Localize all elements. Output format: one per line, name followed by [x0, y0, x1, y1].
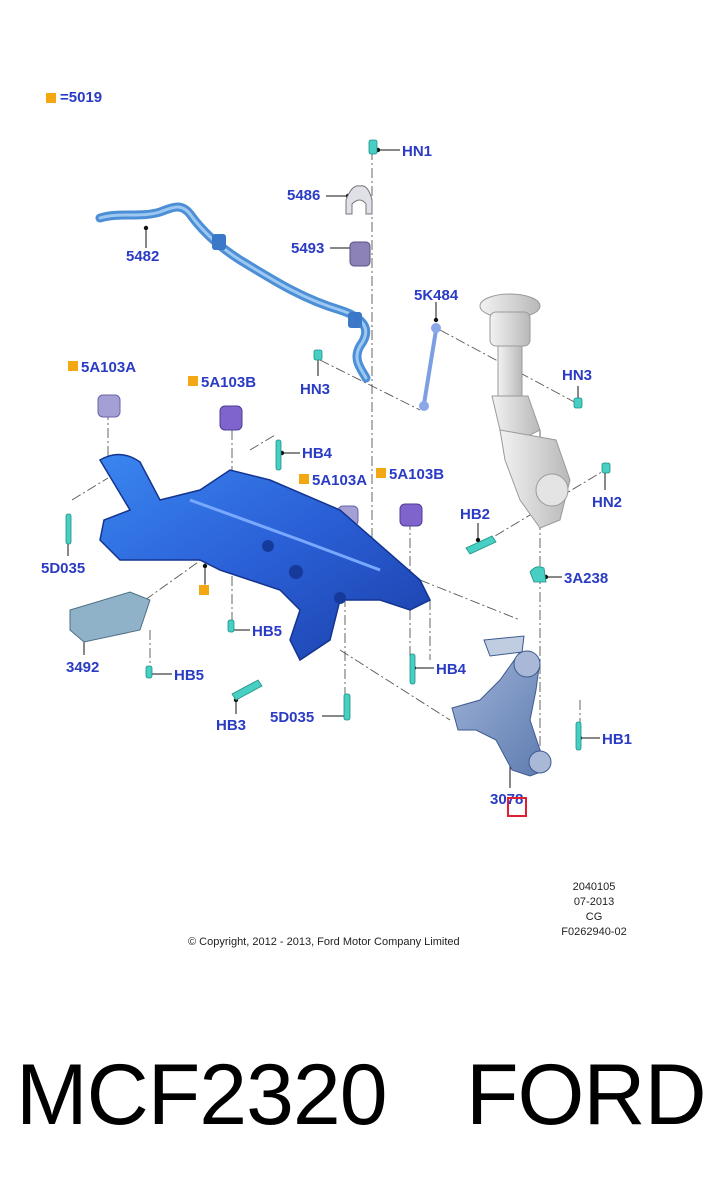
label-3078: 3078 [490, 791, 524, 808]
label-5482: 5482 [126, 248, 160, 265]
lower-control-arm-3078 [451, 635, 552, 777]
nut-hn1 [368, 139, 378, 155]
fasteners [65, 139, 611, 751]
bolt-5d035 [65, 513, 72, 545]
label-5a103b-mid-text: 5A103B [389, 466, 445, 483]
brand-title: FORD [466, 1047, 707, 1143]
label-5d035-bottom: 5D035 [270, 709, 315, 726]
orange-marker [299, 474, 309, 484]
legend-equals: = [60, 89, 69, 106]
legend-text: =5019 [60, 90, 102, 105]
highlight-box [507, 797, 527, 817]
label-5493: 5493 [291, 240, 325, 257]
copyright-notice: © Copyright, 2012 - 2013, Ford Motor Com… [188, 936, 460, 948]
label-3a238: 3A238 [564, 570, 609, 587]
label-5a103a-left: 5A103A [68, 360, 136, 375]
bolt-hb4 [275, 439, 282, 471]
bolt-hb3 [231, 679, 263, 701]
label-3492: 3492 [66, 659, 100, 676]
label-5k484: 5K484 [414, 287, 459, 304]
subframe-bushings [97, 394, 423, 527]
stabilizer-link-5k484 [419, 323, 441, 411]
label-hn1: HN1 [402, 143, 433, 160]
bolt-5d035 [343, 693, 351, 721]
bolt-hb2 [465, 535, 497, 555]
bolt-hb1 [575, 721, 582, 751]
label-hn3-left: HN3 [300, 381, 331, 398]
drawing-number: 2040105 [572, 881, 616, 893]
bolt-hb5 [145, 665, 153, 679]
label-5a103b-left-text: 5A103B [201, 374, 257, 391]
label-hb4-top: HB4 [302, 445, 333, 462]
orange-marker [188, 376, 198, 386]
stabilizer-bushing-5493 [349, 241, 371, 267]
legend-orange-square [46, 93, 56, 103]
label-5a103a-mid: 5A103A [299, 473, 367, 488]
label-hn3-right: HN3 [562, 367, 593, 384]
label-5a103b-mid: 5A103B [376, 467, 444, 482]
label-5486: 5486 [287, 187, 321, 204]
legend-value: 5019 [68, 89, 103, 106]
label-5a103b-left: 5A103B [188, 375, 256, 390]
strut-and-knuckle [479, 293, 571, 529]
stabilizer-bar [95, 202, 371, 383]
bracket-3492 [69, 591, 151, 643]
nut-hn3 [313, 349, 323, 361]
label-5a103a-left-text: 5A103A [81, 359, 137, 376]
label-hb2: HB2 [460, 506, 491, 523]
bolt-hb4 [409, 653, 416, 685]
clip-3a238 [529, 566, 547, 583]
stabilizer-bar-collar [348, 312, 362, 328]
drawing-code: CG [585, 911, 603, 923]
drawing-date: 07-2013 [573, 896, 615, 908]
nut-hn2 [601, 462, 611, 474]
drawing-reference: F0262940-02 [561, 926, 627, 938]
nut-hn3 [573, 397, 583, 409]
part-number-title: MCF2320 [16, 1047, 388, 1143]
label-hb5-mid: HB5 [252, 623, 283, 640]
stabilizer-bar-collar [212, 234, 226, 250]
orange-marker [68, 361, 78, 371]
stabilizer-bracket-5486 [345, 185, 373, 215]
orange-marker [376, 468, 386, 478]
bolt-hb5 [227, 619, 235, 633]
front-subframe [98, 453, 432, 662]
stabilizer-bar-highlight [98, 205, 368, 380]
label-hn2: HN2 [592, 494, 623, 511]
label-hb1: HB1 [602, 731, 633, 748]
orange-marker-standalone [199, 585, 209, 595]
label-hb4-bottom: HB4 [436, 661, 467, 678]
label-5a103a-mid-text: 5A103A [312, 472, 368, 489]
label-5d035-left: 5D035 [41, 560, 86, 577]
label-hb5-left: HB5 [174, 667, 205, 684]
drawing-info: 2040105 07-2013 CG F0262940-02 [556, 880, 632, 940]
label-hb3: HB3 [216, 717, 247, 734]
